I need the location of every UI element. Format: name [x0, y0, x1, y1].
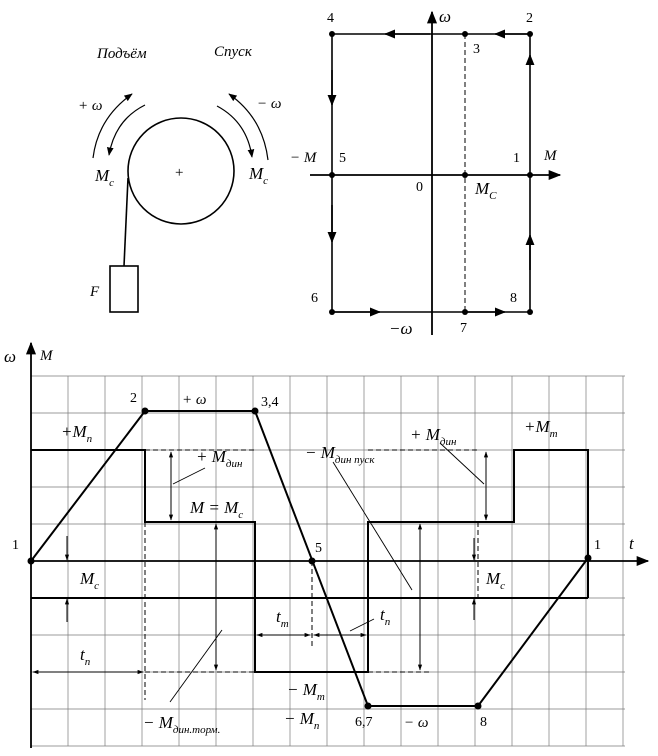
phase-label-5: 5	[339, 151, 346, 166]
phase-point-8	[527, 309, 533, 315]
lift-label: Подъём	[96, 46, 147, 62]
label-tp-mid: tп	[380, 605, 391, 628]
phase-axis-omega: ω	[439, 7, 451, 26]
phase-label-6: 6	[311, 291, 318, 306]
torque-left-label: Mc	[94, 166, 114, 189]
timing-label-67: 6,7	[355, 715, 373, 730]
timing-axis-M: M	[39, 348, 54, 364]
timing-label-8: 8	[480, 715, 487, 730]
timing-axis-t: t	[629, 534, 635, 553]
descent-label: Спуск	[214, 44, 253, 60]
plus-omega-label: + ω	[78, 98, 102, 114]
phase-axis-minus-M: − M	[290, 150, 318, 166]
phase-point-2	[527, 31, 533, 37]
timing-leaders	[169, 442, 485, 703]
label-plus-Mdin-right: + Mдин	[410, 425, 457, 448]
timing-point-1-left	[27, 557, 35, 565]
load-label: F	[89, 284, 100, 300]
phase-label-3: 3	[473, 42, 480, 57]
winch-drum	[127, 117, 235, 225]
phase-plane: ω −ω M − M 0 MC 1 2 3 4 5 6 7 8	[290, 7, 562, 338]
phase-label-2: 2	[526, 11, 533, 26]
timing-label-2: 2	[130, 391, 137, 406]
phase-axis-minus-omega: −ω	[389, 319, 412, 338]
phase-label-8: 8	[510, 291, 517, 306]
label-plus-omega: + ω	[182, 392, 206, 408]
rope	[123, 177, 129, 267]
label-minus-Mt: − Mт	[287, 680, 325, 703]
phase-point-1	[527, 172, 533, 178]
phase-mc-label: MC	[474, 179, 497, 202]
timing-label-1-left: 1	[12, 538, 19, 553]
lift-rotation-arrow-inner	[106, 104, 146, 156]
descent-rotation-arrow-inner	[216, 105, 255, 158]
phase-point-7	[462, 309, 468, 315]
timing-diagram: ω M t 1 2 3,4 5 6,7 8 1 + ω − ω +Mп + Mд…	[4, 341, 650, 748]
timing-point-2	[141, 407, 149, 415]
winch-drawing: + F Подъём Спуск + ω − ω Mc Mc	[78, 44, 281, 313]
phase-label-7: 7	[460, 321, 467, 336]
timing-point-8	[474, 702, 482, 710]
timing-label-1-right: 1	[594, 538, 601, 553]
descent-rotation-arrow-outer	[228, 93, 269, 161]
label-minus-Mp: − Mп	[284, 709, 320, 732]
phase-point-mc	[462, 172, 468, 178]
label-plus-Mp: +Mп	[61, 422, 93, 445]
timing-point-34	[251, 407, 259, 415]
timing-point-5	[308, 557, 316, 565]
phase-point-3	[462, 31, 468, 37]
phase-origin: 0	[416, 180, 423, 195]
lift-rotation-arrow-outer	[92, 93, 133, 159]
minus-omega-label: − ω	[257, 96, 281, 112]
drum-center-mark: +	[175, 165, 183, 181]
torque-right-label: Mc	[248, 164, 268, 187]
label-plus-Mt: +Mт	[524, 417, 558, 440]
phase-point-6	[329, 309, 335, 315]
label-plus-Mdin-left: + Mдин	[196, 447, 243, 470]
timing-point-67	[364, 702, 372, 710]
label-minus-omega: − ω	[404, 715, 428, 731]
load-box	[109, 265, 139, 313]
timing-dashed-refs	[144, 449, 479, 700]
timing-point-1-right	[584, 554, 592, 562]
phase-point-5	[329, 172, 335, 178]
timing-label-5: 5	[315, 541, 322, 556]
label-minus-Mdin-torm: − Mдин.торм.	[143, 713, 220, 736]
label-Mc-right: Mc	[485, 569, 505, 592]
timing-axis-omega: ω	[4, 347, 16, 366]
label-minus-Mdin-pusk: − Mдин пуск	[305, 443, 375, 466]
timing-label-34: 3,4	[261, 395, 279, 410]
label-M-eq-Mc: M = Mc	[189, 498, 243, 521]
label-tp-left: tп	[80, 645, 91, 668]
phase-point-4	[329, 31, 335, 37]
label-Mc-left: Mc	[79, 569, 99, 592]
phase-axis-M: M	[543, 148, 558, 164]
phase-label-4: 4	[327, 11, 334, 26]
phase-label-1: 1	[513, 151, 520, 166]
label-tm-mid: tт	[276, 607, 289, 630]
